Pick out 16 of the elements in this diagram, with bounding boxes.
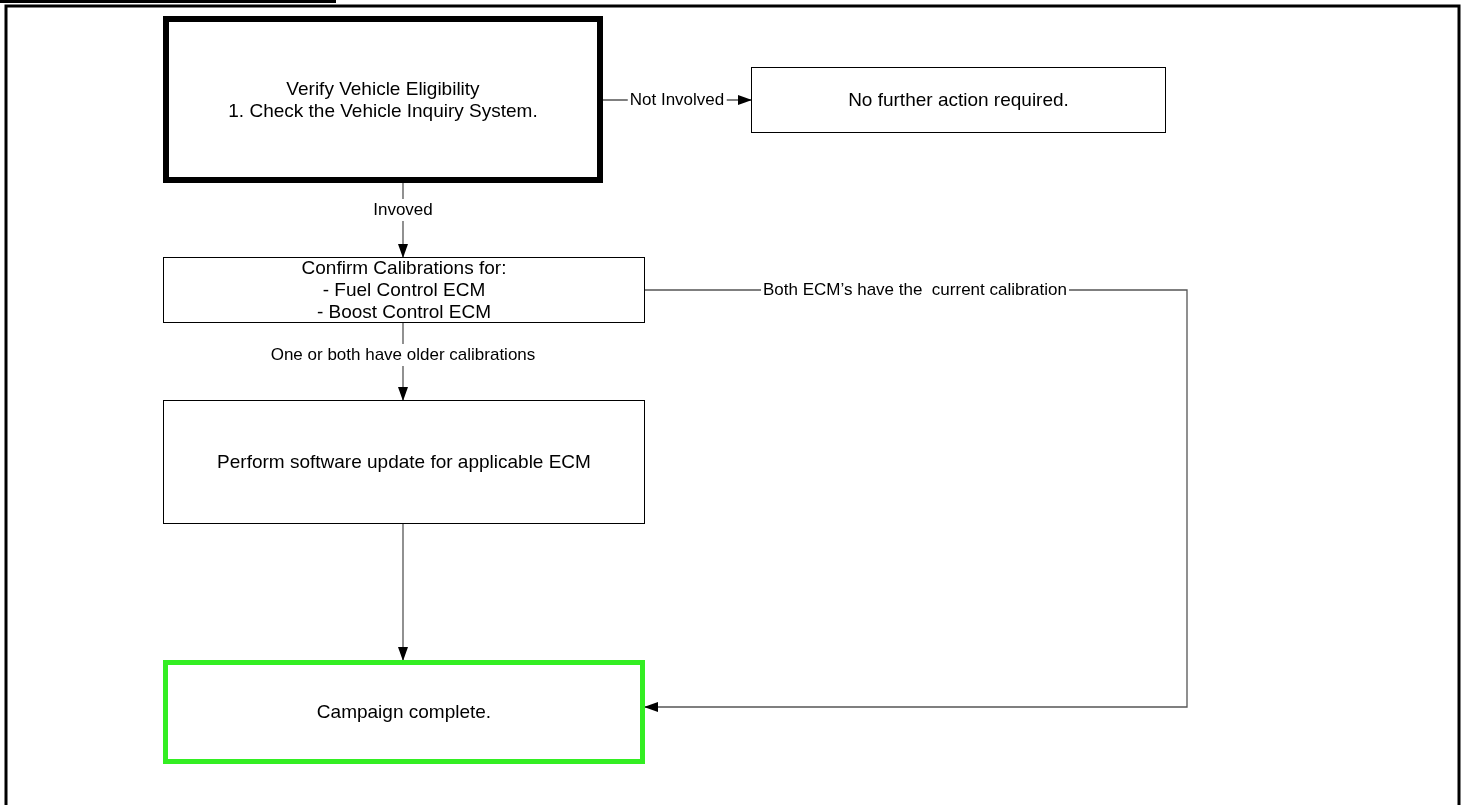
node-text: - Fuel Control ECM <box>322 279 486 301</box>
node-text: Verify Vehicle Eligibility <box>286 77 480 100</box>
arrow <box>398 523 408 661</box>
edge-label: One or both have older calibrations <box>268 344 538 366</box>
process-box <box>163 400 645 524</box>
node-text: 1. Check the Vehicle Inquiry System. <box>228 99 538 122</box>
node-text: - Boost Control ECM <box>316 301 492 323</box>
node-text: Campaign complete. <box>316 701 492 723</box>
node-text: No further action required. <box>848 89 1069 111</box>
process-box <box>163 257 645 323</box>
node-text: Perform software update for applicable ECM <box>217 451 591 473</box>
edge-label: Invoved <box>371 199 435 221</box>
process-box <box>163 16 603 183</box>
terminal-box <box>751 67 1166 133</box>
terminal-box <box>163 660 645 764</box>
node-text: Confirm Calibrations for: <box>301 257 507 279</box>
